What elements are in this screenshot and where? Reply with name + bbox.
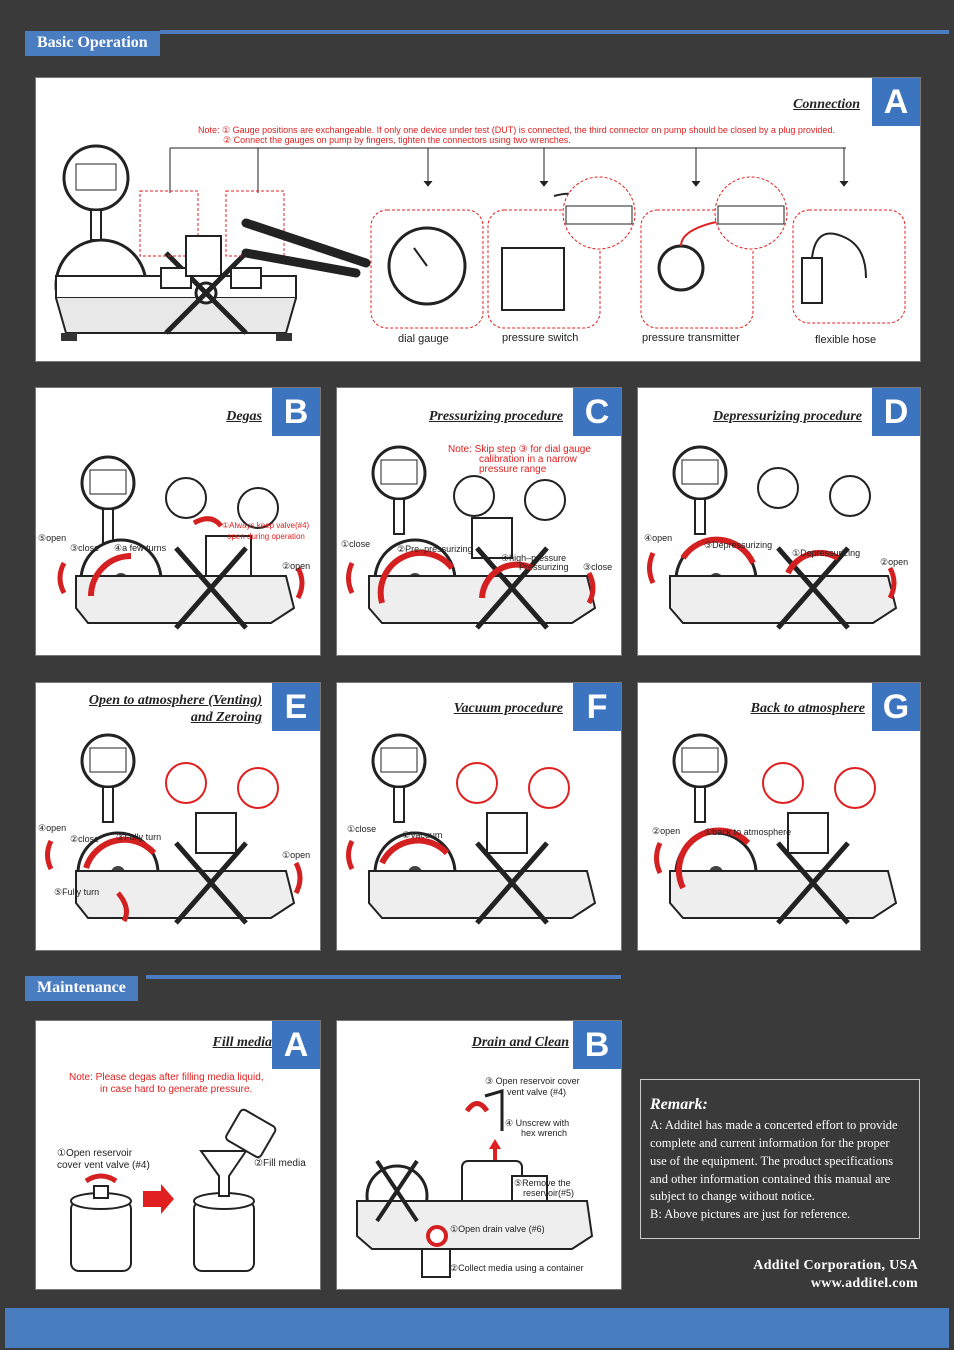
- drain-step-2: ②Collect media using a container: [450, 1263, 584, 1273]
- panel-letter-a: A: [872, 78, 920, 126]
- venting-panel: E Open to atmosphere (Venting) and Zeroi…: [35, 682, 321, 951]
- fill-step-1-cont: cover vent valve (#4): [57, 1160, 150, 1171]
- drain-step-4-cont: hex wrench: [521, 1128, 568, 1138]
- drain-step-5-cont: reservoir(#5): [523, 1188, 575, 1198]
- vacuum-panel: F Vacuum procedure ①close ②Vacuum: [336, 682, 622, 951]
- venting-step-2: ②close: [70, 834, 100, 844]
- panel-letter-e: E: [272, 683, 320, 731]
- venting-step-1: ①open: [282, 850, 311, 860]
- drain-clean-panel: B Drain and Clean ③ Open reservoir cover…: [336, 1020, 622, 1290]
- device-label-pressure-transmitter: pressure transmitter: [642, 332, 740, 344]
- degas-title: Degas: [226, 409, 262, 424]
- company-url[interactable]: www.additel.com: [810, 1276, 918, 1291]
- depressurizing-step-4: ④open: [644, 533, 673, 543]
- device-label-flexible-hose: flexible hose: [815, 334, 877, 346]
- drain-step-4: ④ Unscrew with: [505, 1118, 570, 1128]
- pressurizing-title: Pressurizing procedure: [428, 409, 563, 424]
- connection-note-1: Note: ① Gauge positions are exchangeable…: [198, 125, 835, 135]
- degas-step-1: ①Always keep valve(#4): [222, 521, 310, 530]
- drain-step-1: ①Open drain valve (#6): [450, 1224, 545, 1234]
- drain-title: Drain and Clean: [471, 1035, 569, 1050]
- depressurizing-step-2: ②open: [880, 557, 909, 567]
- maintenance-heading: Maintenance: [25, 976, 138, 1001]
- panel-letter-g: G: [872, 683, 920, 731]
- pressurizing-note-2: calibration in a narrow: [479, 454, 577, 465]
- connection-title: Connection: [793, 97, 860, 112]
- pressurizing-step-3: ③close: [583, 562, 613, 572]
- degas-panel: B Degas ⑤open ③close ④a few turns ①Alway…: [35, 387, 321, 656]
- fill-illustration: [70, 1108, 277, 1272]
- fill-note-2: in case hard to generate pressure.: [100, 1084, 253, 1095]
- depressurizing-step-1: ①Depressurizing: [792, 548, 861, 558]
- degas-step-5: ⑤open: [38, 533, 67, 543]
- panel-letter-fill: A: [272, 1021, 320, 1069]
- depressurizing-title: Depressurizing procedure: [713, 409, 862, 424]
- fill-media-panel: A Fill media Note: Please degas after fi…: [35, 1020, 321, 1290]
- panel-letter-b: B: [272, 388, 320, 436]
- remark-line-6: B: Above pictures are just for reference…: [650, 1207, 851, 1221]
- panel-letter-c: C: [573, 388, 621, 436]
- vacuum-step-2: ②Vacuum: [402, 830, 443, 840]
- depressurizing-step-3: ③Depressurizing: [704, 540, 773, 550]
- pressurizing-step-4-cont: Pressurizing: [519, 562, 569, 572]
- pressurizing-step-1: ①close: [341, 539, 371, 549]
- vacuum-illustration: [346, 733, 597, 925]
- degas-step-3: ③close: [70, 543, 100, 553]
- back-to-atmosphere-panel: G Back to atmosphere ②open ①back to atmo…: [637, 682, 921, 951]
- venting-step-5: ⑤Fully turn: [54, 887, 100, 897]
- basic-operation-rule: [160, 30, 949, 34]
- vacuum-step-1: ①close: [347, 824, 377, 834]
- fill-title: Fill media: [212, 1035, 273, 1050]
- back-step-2: ②open: [652, 826, 681, 836]
- remark-line-4: and other information contained this man…: [650, 1172, 891, 1186]
- venting-step-4: ④open: [38, 823, 67, 833]
- panel-letter-drain: B: [573, 1021, 621, 1069]
- pressurizing-note-1: Note: Skip step ③ for dial gauge: [448, 444, 591, 455]
- panel-letter-d: D: [872, 388, 920, 436]
- degas-illustration: [57, 455, 305, 630]
- basic-operation-heading: Basic Operation: [25, 31, 160, 56]
- maintenance-rule: [146, 975, 621, 979]
- remark-line-3: use of the equipment. The product specif…: [650, 1154, 894, 1168]
- fill-note-1: Note: Please degas after filling media l…: [69, 1072, 264, 1083]
- remark-title: Remark:: [650, 1096, 708, 1113]
- back-title: Back to atmosphere: [750, 701, 865, 716]
- pressurizing-step-2: ②Pre–pressurizing: [397, 544, 473, 554]
- pressurizing-step-4: ④high–pressure: [501, 553, 567, 563]
- back-illustration: [654, 733, 898, 925]
- degas-step-2: ②open: [282, 561, 311, 571]
- connection-illustration: [54, 144, 906, 341]
- venting-illustration: [45, 733, 303, 925]
- venting-title-2: and Zeroing: [190, 710, 262, 725]
- drain-step-3-cont: vent valve (#4): [507, 1087, 567, 1097]
- drain-step-5: ⑤Remove the: [514, 1178, 571, 1188]
- back-step-1: ①back to atmosphere: [704, 827, 792, 837]
- remark-line-5: subject to change without notice.: [650, 1189, 815, 1203]
- company-name: Additel Corporation, USA: [753, 1258, 918, 1273]
- footer-bar: [5, 1308, 949, 1348]
- connection-note-2: ② Connect the gauges on pump by fingers,…: [223, 135, 571, 145]
- fill-step-1: ①Open reservoir: [57, 1148, 133, 1159]
- venting-title-1: Open to atmosphere (Venting): [88, 693, 262, 708]
- pressurizing-panel: C Pressurizing procedure Note: Skip step…: [336, 387, 622, 656]
- drain-illustration: [356, 1088, 594, 1278]
- remark-box: Remark: A: Additel has made a concerted …: [640, 1079, 920, 1239]
- pressurizing-illustration: [346, 445, 597, 630]
- fill-step-2: ②Fill media: [254, 1158, 306, 1169]
- venting-step-3: ③Fully turn: [116, 832, 162, 842]
- drain-step-3: ③ Open reservoir cover: [485, 1076, 580, 1086]
- vacuum-title: Vacuum procedure: [453, 701, 563, 716]
- connection-panel: A Connection Note: ① Gauge positions are…: [35, 77, 921, 362]
- depressurizing-panel: D Depressurizing procedure ④open ③Depres…: [637, 387, 921, 656]
- remark-line-1: A: Additel has made a concerted effort t…: [650, 1118, 898, 1132]
- panel-letter-f: F: [573, 683, 621, 731]
- device-label-dial-gauge: dial gauge: [398, 333, 449, 345]
- remark-line-2: complete and current information for the…: [650, 1136, 890, 1150]
- degas-step-4: ④a few turns: [114, 543, 167, 553]
- pressurizing-note-3: pressure range: [479, 464, 547, 475]
- device-label-pressure-switch: pressure switch: [502, 332, 579, 344]
- depressurizing-illustration: [647, 445, 898, 630]
- degas-step-1-cont: open during operation: [227, 532, 305, 541]
